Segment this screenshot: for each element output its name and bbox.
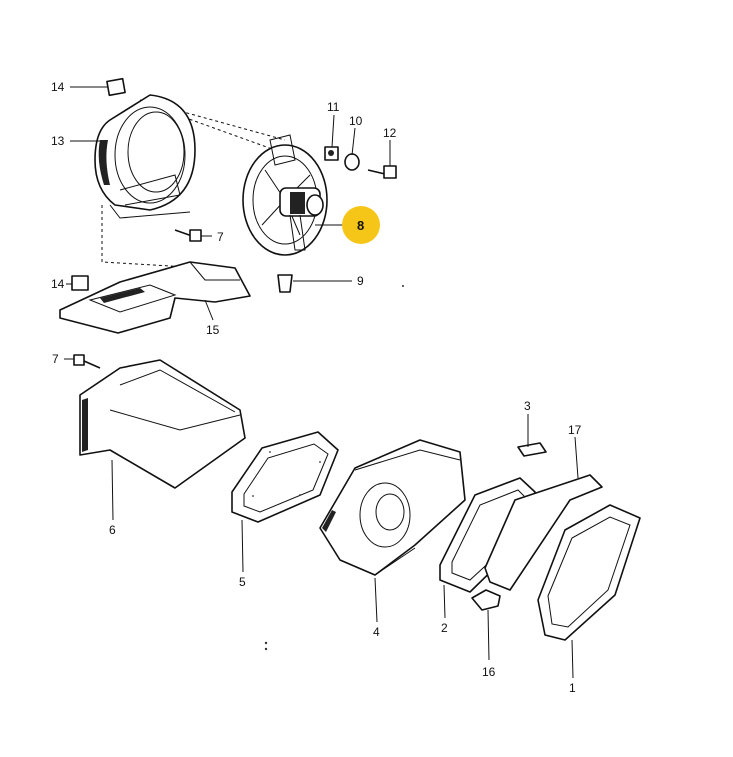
part-13-fan-shroud: [94, 77, 196, 219]
callout-9: 9: [357, 274, 364, 288]
part-12-bolt: [367, 165, 397, 179]
callout-7-upper: 7: [217, 230, 224, 244]
part-11-nut: [324, 146, 339, 161]
callout-8: 8: [357, 218, 364, 233]
alignment-line: [101, 205, 206, 269]
callout-2: 2: [441, 621, 448, 635]
callout-13: 13: [51, 134, 65, 148]
scan-speck: [402, 285, 404, 287]
part-7-bolt-lower: [73, 354, 101, 369]
part-17-seal: [484, 474, 603, 591]
callout-15: 15: [206, 323, 220, 337]
alignment-line: [149, 104, 276, 151]
part-16-clip: [471, 589, 501, 611]
part-4-blower-housing: [319, 439, 466, 576]
part-3-clip: [517, 442, 547, 457]
part-1-housing: [537, 504, 641, 641]
callout-4: 4: [373, 625, 380, 639]
part-9-plug: [277, 274, 293, 293]
callout-14-upper: 14: [51, 80, 65, 94]
part-15-duct-plate: [59, 261, 251, 334]
callout-17: 17: [568, 423, 582, 437]
scan-speck: [264, 641, 268, 645]
part-6-air-duct: [79, 359, 246, 489]
callout-16: 16: [482, 665, 496, 679]
callout-11: 11: [327, 100, 340, 114]
part-8-fan-motor: [242, 134, 328, 256]
part-10-washer: [344, 153, 360, 171]
scan-speck: [264, 647, 268, 651]
callout-12: 12: [383, 126, 397, 140]
highlight-marker: [342, 206, 380, 244]
callout-7-lower: 7: [52, 352, 59, 366]
part-7-bolt-upper: [174, 229, 202, 242]
callout-5: 5: [239, 575, 246, 589]
leader-lines: [64, 86, 579, 679]
callout-3: 3: [524, 399, 531, 413]
callout-10: 10: [349, 114, 363, 128]
callout-6: 6: [109, 523, 116, 537]
callout-14-lower: 14: [51, 277, 65, 291]
callout-1: 1: [569, 681, 576, 695]
part-5-gasket: [231, 431, 339, 523]
